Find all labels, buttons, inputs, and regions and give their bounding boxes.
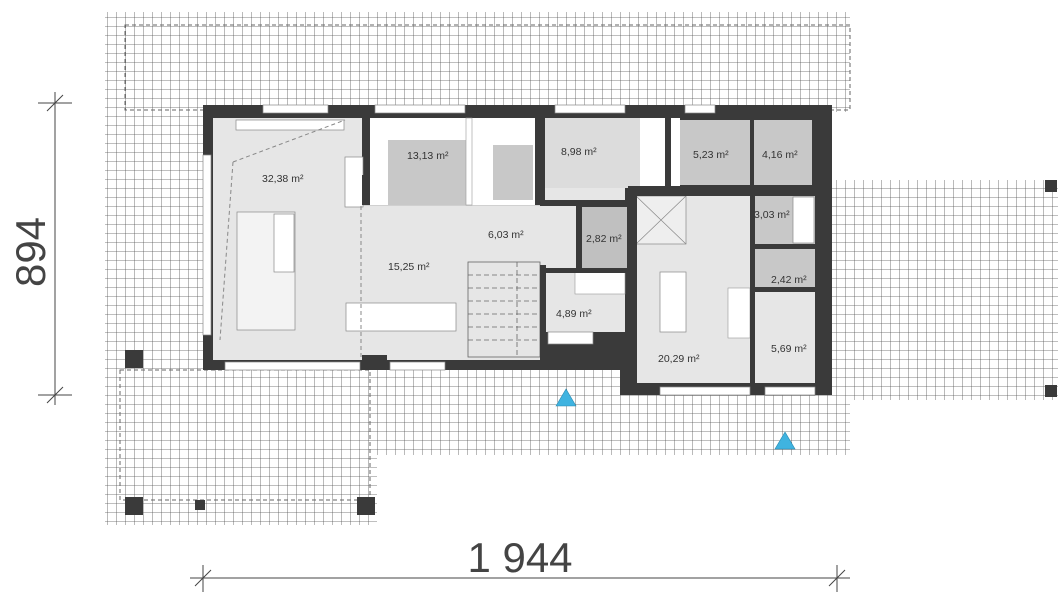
room-area-hall: 6,03 m² <box>488 229 524 241</box>
room-area-bedroom-1: 8,98 m² <box>561 146 597 158</box>
pillars <box>125 180 1057 515</box>
room-area-wc-2: 2,42 m² <box>771 274 807 286</box>
room-area-dining: 15,25 m² <box>388 261 430 273</box>
room-area-entrance: 4,89 m² <box>556 308 592 320</box>
room-wc-1-floor <box>582 207 627 269</box>
room-area-living: 32,38 m² <box>262 173 304 185</box>
room-bathroom-1-floor <box>680 120 750 185</box>
house <box>202 104 832 396</box>
dimension-width <box>190 565 850 592</box>
entrance-marker-icon <box>555 388 577 407</box>
room-area-bathroom-1: 5,23 m² <box>693 149 729 161</box>
room-area-wc-1: 2,82 m² <box>586 233 622 245</box>
width-label: 1 944 <box>467 534 572 581</box>
room-area-bedroom-2: 20,29 m² <box>658 353 700 365</box>
entrance-marker-icon <box>774 431 796 450</box>
dimension-depth <box>38 92 72 405</box>
room-labels: 32,38 m² 13,13 m² 8,98 m² 5,23 m² 4,16 m… <box>262 146 807 365</box>
room-wardrobe-floor <box>755 292 815 383</box>
room-area-wardrobe: 5,69 m² <box>771 343 807 355</box>
room-area-bathroom-2: 3,03 m² <box>754 209 790 221</box>
room-wc-2-floor <box>755 249 815 287</box>
room-area-utility: 4,16 m² <box>762 149 798 161</box>
room-area-kitchen: 13,13 m² <box>407 150 449 162</box>
room-utility-floor <box>754 120 812 185</box>
depth-label: 894 <box>7 217 54 287</box>
